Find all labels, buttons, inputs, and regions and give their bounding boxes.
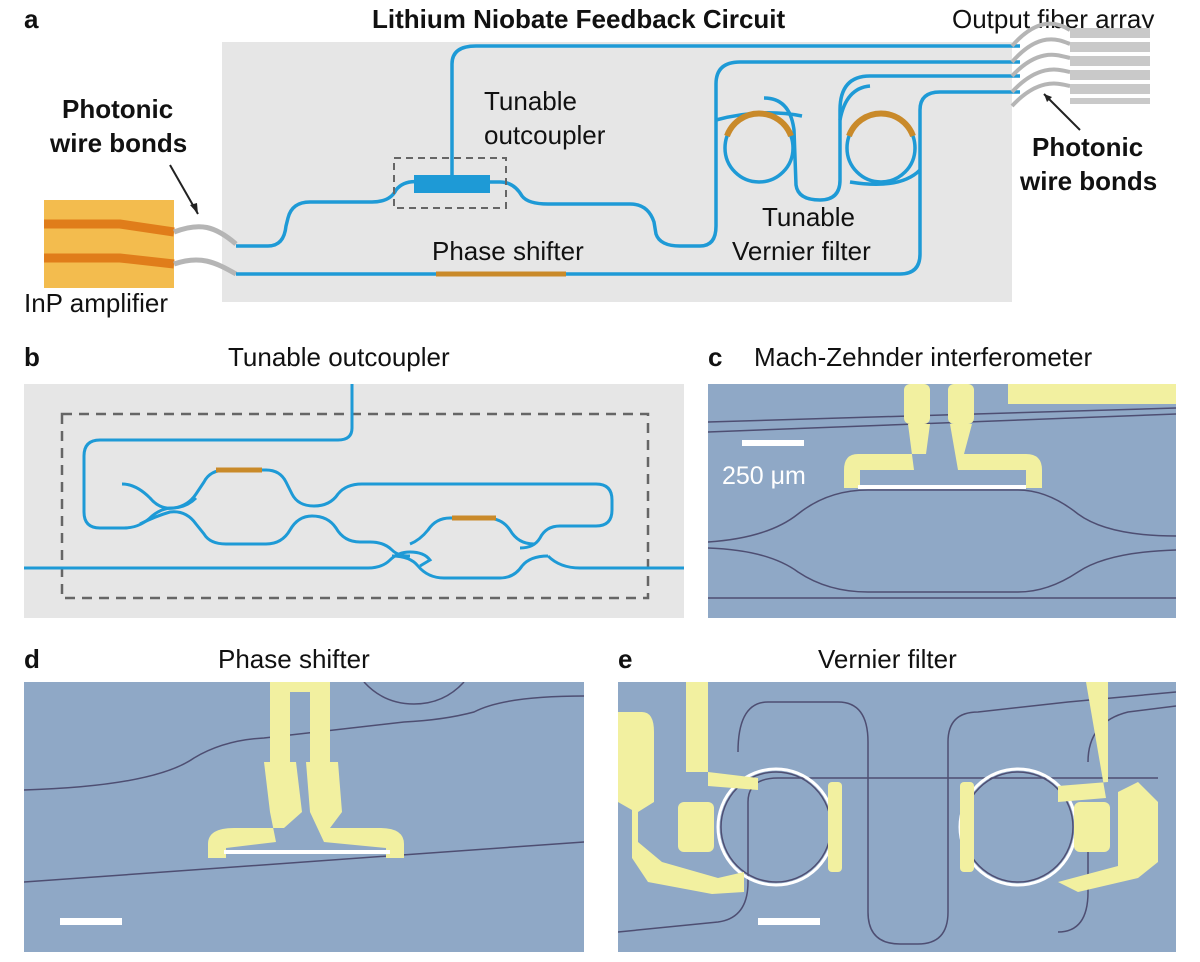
inp-amplifier-label: InP amplifier bbox=[24, 288, 169, 318]
phase-shifter-micrograph bbox=[24, 682, 584, 952]
outcoupler-chip-area bbox=[24, 384, 684, 618]
outcoupler-block bbox=[414, 175, 490, 193]
inp-amplifier-chip bbox=[44, 200, 174, 288]
ring-bus-2 bbox=[849, 168, 922, 186]
vernier-electrode-left bbox=[618, 712, 744, 894]
mzi1-upper-arm bbox=[121, 468, 614, 550]
mzi-micrograph: 250 μm bbox=[708, 384, 1176, 618]
vernier-loop-2 bbox=[838, 84, 871, 121]
tunable-vernier-label-1: Tunable bbox=[762, 202, 855, 232]
vernier-heater-1 bbox=[724, 110, 794, 138]
panel-e-letter: e bbox=[618, 644, 633, 674]
panel-a-title: Lithium Niobate Feedback Circuit bbox=[372, 4, 786, 34]
fiber-array bbox=[1070, 28, 1150, 104]
bus-waveguide bbox=[24, 550, 684, 570]
vernier-heater-2 bbox=[846, 110, 916, 138]
panel-b-letter: b bbox=[24, 342, 40, 372]
vernier-filter-micrograph bbox=[618, 682, 1176, 952]
phase-shifter-label: Phase shifter bbox=[432, 236, 584, 266]
photonic-wire-bonds-left-label-2: wire bonds bbox=[50, 128, 188, 158]
photonic-wire-bonds-left-label-1: Photonic bbox=[62, 94, 174, 124]
tunable-outcoupler-label-1: Tunable bbox=[484, 86, 577, 116]
vernier-electrode-right bbox=[1058, 682, 1108, 802]
tunable-outcoupler-label-2: outcoupler bbox=[484, 120, 606, 150]
mzi-electrode-pad-1 bbox=[904, 384, 930, 424]
panel-d-letter: d bbox=[24, 644, 40, 674]
vernier-loop-1 bbox=[763, 74, 1020, 202]
wire-bond-left-bottom bbox=[173, 257, 238, 277]
scale-bar-e bbox=[758, 918, 820, 925]
wire-bonds-right bbox=[1010, 21, 1072, 108]
phase-electrode-2 bbox=[310, 682, 330, 762]
mzi1-lower-arm bbox=[139, 510, 411, 558]
panel-c-letter: c bbox=[708, 342, 723, 372]
panel-a-letter: a bbox=[24, 4, 39, 34]
amplifier-waveguide-top bbox=[44, 219, 175, 237]
lithium-niobate-chip bbox=[222, 42, 1012, 302]
waveguide-lower-path bbox=[236, 90, 1020, 276]
mzi-electrode-pad-2 bbox=[948, 384, 974, 424]
waveguide-outcoupler-up bbox=[450, 44, 1020, 182]
outcoupler-dashed-box bbox=[393, 157, 507, 209]
panel-b-title: Tunable outcoupler bbox=[228, 342, 450, 372]
photonic-wire-bonds-right-label-1: Photonic bbox=[1032, 132, 1144, 162]
scale-bar-label: 250 μm bbox=[722, 462, 806, 490]
amplifier-waveguide-bottom bbox=[44, 253, 175, 269]
wire-bond-left-top bbox=[173, 224, 238, 246]
arrow-right-bonds bbox=[1043, 93, 1081, 131]
outcoupler-dashed-outline bbox=[60, 412, 650, 600]
scale-bar-c bbox=[742, 440, 804, 446]
panel-d-title: Phase shifter bbox=[218, 644, 370, 674]
waveguide-upper-path bbox=[236, 60, 1020, 248]
tunable-vernier-label-2: Vernier filter bbox=[732, 236, 871, 266]
mzi2-lower-arm bbox=[391, 554, 549, 580]
scale-bar-d bbox=[60, 918, 122, 925]
panel-c-title: Mach-Zehnder interferometer bbox=[754, 342, 1093, 372]
panel-e-title: Vernier filter bbox=[818, 644, 957, 674]
photonic-wire-bonds-right-label-2: wire bonds bbox=[1020, 166, 1158, 196]
phase-electrode-1 bbox=[270, 682, 290, 762]
